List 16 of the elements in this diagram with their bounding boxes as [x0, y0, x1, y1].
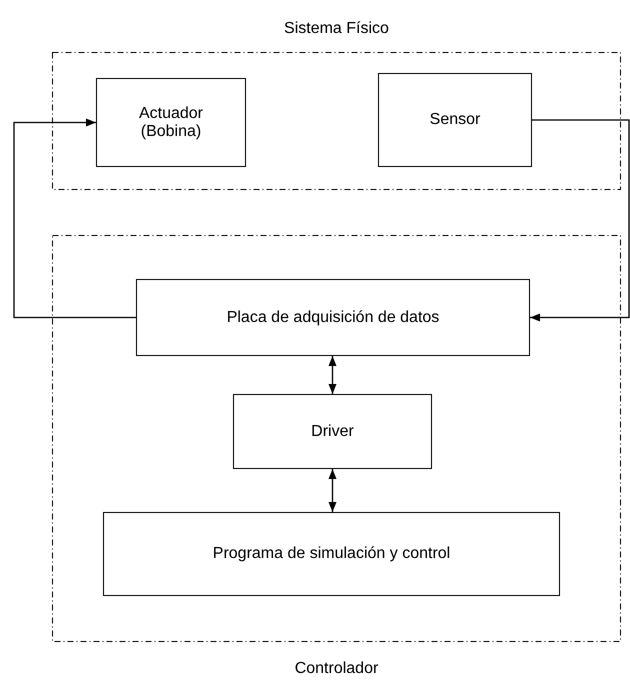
box-label: Driver	[311, 422, 354, 440]
process-box	[136, 279, 530, 356]
box-label: Sensor	[430, 111, 480, 129]
arrow	[328, 356, 336, 394]
arrow	[328, 469, 336, 512]
group-title: Controlador	[294, 660, 380, 678]
arrow	[530, 119, 630, 322]
arrow	[13, 118, 136, 318]
process-box	[378, 73, 532, 167]
box-label: Actuador (Bobina)	[138, 104, 204, 140]
process-box	[103, 512, 560, 596]
process-box	[96, 78, 246, 167]
process-box	[233, 394, 432, 469]
group-title: Sistema Físico	[283, 20, 390, 38]
box-label: Placa de adquisición de datos	[226, 308, 440, 326]
box-label: Programa de simulación y control	[212, 545, 450, 563]
